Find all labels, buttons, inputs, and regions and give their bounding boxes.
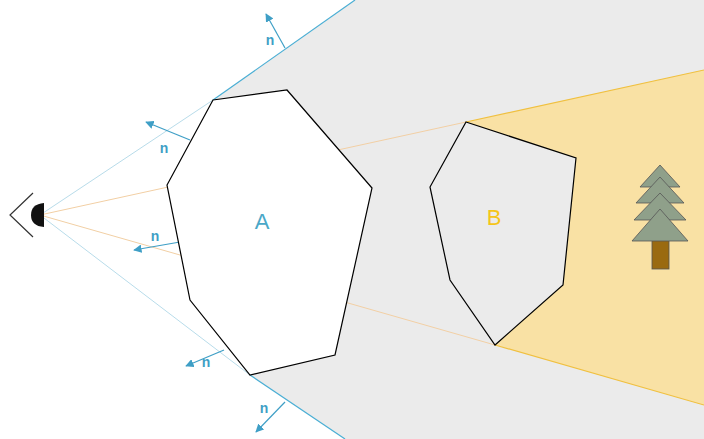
normal-arrow <box>256 402 285 432</box>
normal-arrow <box>134 242 180 250</box>
eye-icon <box>10 193 44 237</box>
normal-label: n <box>160 141 169 155</box>
plane-line <box>213 0 355 100</box>
normal-label: n <box>202 355 211 369</box>
object-label: B <box>487 207 502 229</box>
normal-arrow <box>146 122 190 140</box>
polygon-outline <box>167 90 372 375</box>
normal-label: n <box>151 229 160 243</box>
polygon-b: B <box>430 122 576 345</box>
boundary-ray <box>495 345 704 405</box>
normal-label: n <box>260 401 269 415</box>
polygon-outline <box>430 122 576 345</box>
polygon-a: A <box>167 90 372 375</box>
tree-icon <box>632 165 688 269</box>
polygon-shape <box>167 90 372 375</box>
normal-arrow <box>266 14 285 48</box>
plane-line <box>250 375 345 439</box>
object-label: A <box>255 211 270 233</box>
normal-label: n <box>266 33 275 47</box>
boundary-ray <box>466 70 704 122</box>
polygon-shape <box>430 122 576 345</box>
